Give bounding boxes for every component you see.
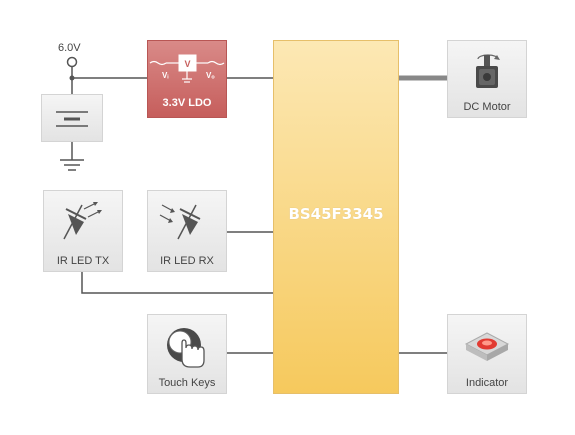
- mcu-block: BS45F3345: [273, 40, 399, 394]
- ir-led-tx-block: IR LED TX: [43, 190, 123, 272]
- motor-icon: [476, 54, 500, 88]
- led-indicator-icon: [464, 332, 510, 361]
- ir-led-rx-icon: [159, 204, 201, 240]
- ldo-block: V Vᵢ Vₒ 3.3V LDO: [147, 40, 227, 118]
- tx-to-mcu-wire: [81, 272, 273, 294]
- supply-voltage-label: 6.0V: [58, 42, 81, 54]
- dc-motor-label: DC Motor: [463, 101, 511, 113]
- ir-led-rx-label: IR LED RX: [160, 255, 214, 267]
- regulator-icon: V Vᵢ Vₒ: [149, 54, 225, 83]
- ir-led-tx-label: IR LED TX: [56, 255, 110, 267]
- mcu-label: BS45F3345: [288, 205, 384, 223]
- ir-led-tx-icon: [63, 202, 102, 240]
- touch-keys-block: Touch Keys: [147, 314, 227, 394]
- ldo-vout-label: Vₒ: [206, 71, 215, 80]
- battery-icon: [56, 111, 88, 127]
- dc-motor-block: DC Motor: [447, 40, 527, 118]
- battery-block: [41, 94, 103, 142]
- supply-junction: [69, 75, 75, 81]
- ldo-vin-label: Vᵢ: [162, 71, 168, 80]
- supply-terminal: [66, 56, 78, 68]
- touch-hand-icon: [167, 328, 205, 368]
- ir-led-rx-block: IR LED RX: [147, 190, 227, 272]
- indicator-block: Indicator: [447, 314, 527, 394]
- ldo-symbol: V: [184, 59, 190, 69]
- indicator-label: Indicator: [465, 377, 509, 389]
- ldo-label: 3.3V LDO: [162, 97, 212, 109]
- touch-keys-label: Touch Keys: [158, 377, 216, 389]
